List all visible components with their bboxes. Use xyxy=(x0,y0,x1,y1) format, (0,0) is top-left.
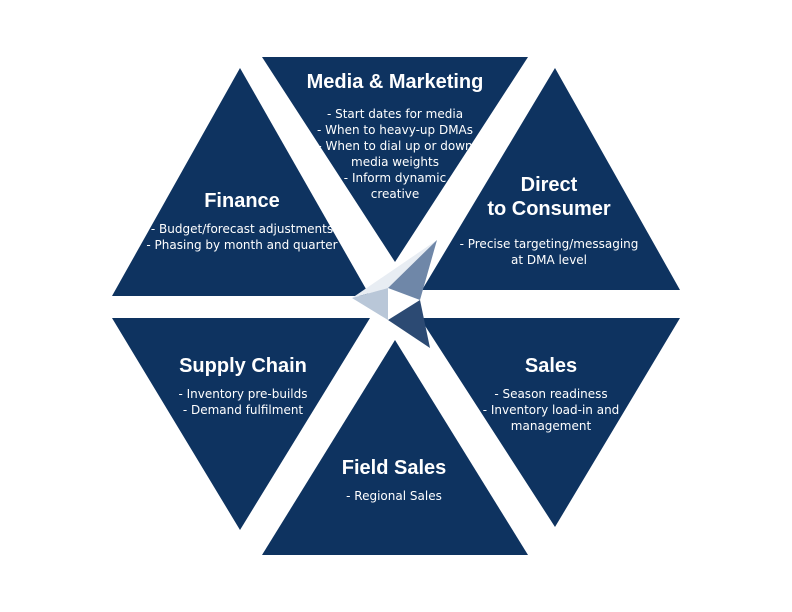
sales-segment xyxy=(420,318,680,527)
media-marketing-bullet: - When to dial up or down xyxy=(317,139,472,153)
supply-chain-title: Supply Chain xyxy=(179,355,307,377)
supply-chain-bullet: - Inventory pre-builds xyxy=(178,387,307,401)
sales-bullet: - Season readiness xyxy=(494,387,607,401)
field-sales-title: Field Sales xyxy=(342,457,447,479)
media-marketing-bullet: media weights xyxy=(351,155,439,169)
media-marketing-bullet: - Inform dynamic xyxy=(344,171,446,185)
finance-bullet: - Budget/forecast adjustments xyxy=(151,222,333,236)
finance-title: Finance xyxy=(204,190,280,212)
direct-consumer-bullet: at DMA level xyxy=(511,253,587,267)
direct-consumer-title: Direct xyxy=(521,174,578,196)
media-marketing-segment xyxy=(262,57,528,262)
direct-consumer-title: to Consumer xyxy=(487,198,611,220)
media-marketing-bullet: - When to heavy-up DMAs xyxy=(317,123,473,137)
supply-chain-segment xyxy=(112,318,370,530)
direct-consumer-bullet: - Precise targeting/messaging xyxy=(460,237,639,251)
segments-group xyxy=(112,57,680,555)
sales-bullet: - Inventory load-in and xyxy=(483,403,620,417)
media-marketing-bullet: creative xyxy=(371,187,420,201)
media-marketing-title: Media & Marketing xyxy=(307,71,484,93)
sales-title: Sales xyxy=(525,355,577,377)
sales-bullet: management xyxy=(511,419,592,433)
field-sales-bullet: - Regional Sales xyxy=(346,489,442,503)
field-sales-segment xyxy=(262,340,528,555)
labels-group: Media & Marketing - Start dates for media… xyxy=(146,71,638,503)
finance-bullet: - Phasing by month and quarter xyxy=(146,238,337,252)
supply-chain-bullet: - Demand fulfilment xyxy=(183,403,304,417)
media-marketing-bullet: - Start dates for media xyxy=(327,107,463,121)
center-hub-icon xyxy=(352,240,437,348)
direct-consumer-segment xyxy=(422,68,680,290)
finance-segment xyxy=(112,68,370,296)
